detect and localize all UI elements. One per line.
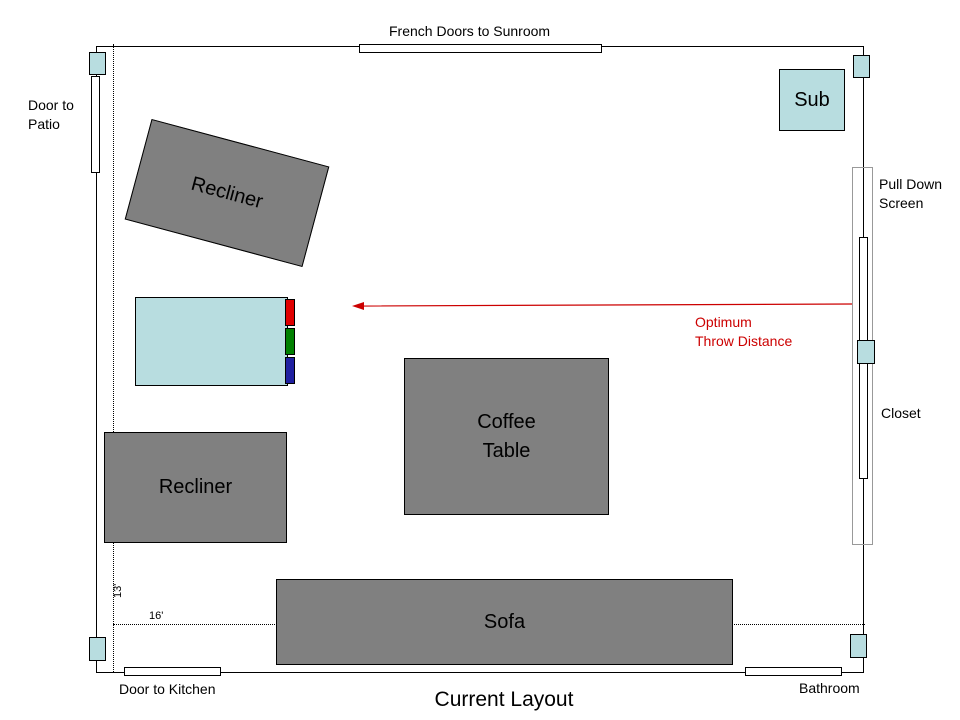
diagram-title: Current Layout <box>434 688 574 711</box>
projector-lens-green <box>285 328 295 355</box>
subwoofer: Sub <box>779 69 845 131</box>
speaker-rear-left <box>89 637 106 661</box>
pull-down-screen-label: Pull Down Screen <box>879 176 943 211</box>
french-doors <box>359 44 602 53</box>
speaker-front-left <box>89 52 106 75</box>
speaker-center <box>857 340 875 364</box>
subwoofer-label: Sub <box>794 88 830 111</box>
patio-door-label: Door to Patio <box>28 97 74 132</box>
projector-table <box>135 297 288 386</box>
speaker-rear-right <box>850 634 867 658</box>
coffee-table-label: Coffee Table <box>477 410 536 462</box>
speaker-front-right <box>853 55 870 78</box>
coffee-table: Coffee Table <box>404 358 609 515</box>
recliner-bottom-label: Recliner <box>158 476 233 498</box>
projector-lens-blue <box>285 357 295 384</box>
wall-left <box>96 46 97 673</box>
sofa-label: Sofa <box>483 610 526 633</box>
kitchen-door <box>124 667 221 676</box>
french-doors-label: French Doors to Sunroom <box>389 23 551 39</box>
closet-label: Closet <box>881 405 921 421</box>
bathroom-door <box>745 667 842 676</box>
sofa: Sofa <box>276 579 733 665</box>
projector-lens-red <box>285 299 295 326</box>
kitchen-door-label: Door to Kitchen <box>119 681 216 697</box>
patio-door <box>91 76 100 173</box>
recliner-bottom: Recliner <box>104 432 287 543</box>
bathroom-door-label: Bathroom <box>799 680 860 696</box>
throw-distance-label: Optimum Throw Distance <box>695 314 793 349</box>
wall-bottom <box>96 672 864 673</box>
dimension-line-vertical <box>113 44 114 672</box>
dimension-16-label: 16' <box>149 610 164 622</box>
